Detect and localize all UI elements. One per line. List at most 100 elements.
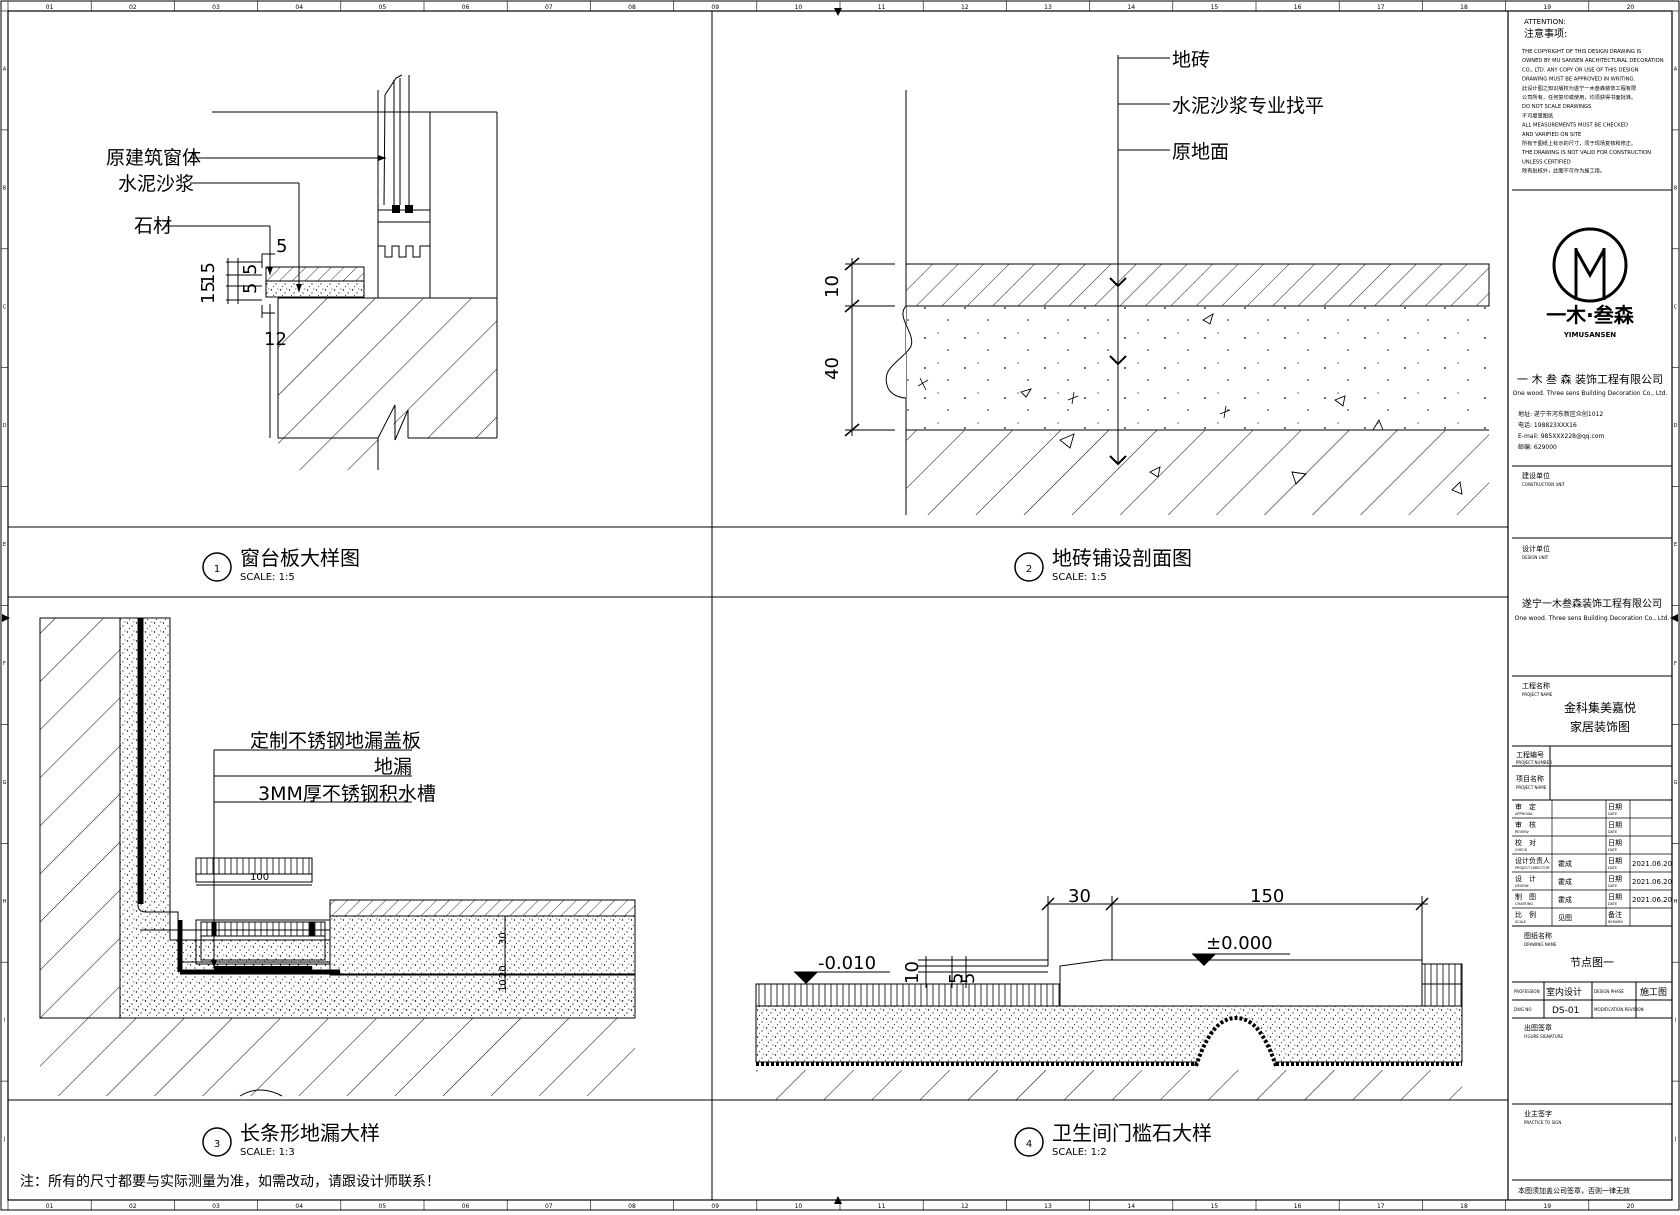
tb-dwgno-en: DWG NO [1514, 1007, 1532, 1012]
tb-design-unit-cn: 设计单位 [1522, 544, 1550, 553]
grid-col-label-bottom: 02 [129, 1203, 137, 1210]
tb-project-name-cn: 工程名称 [1522, 681, 1550, 690]
tb-sign-date-label-en: DATE [1608, 902, 1617, 906]
tb-sign-role: 校 对 [1515, 838, 1536, 847]
grid-row-label-left: C [3, 304, 7, 310]
logo-en: YIMUSANSEN [1563, 331, 1616, 339]
grid-col-label-top: 12 [961, 4, 969, 11]
tb-profession-en: PROFESSION [1514, 989, 1540, 994]
grid-col-label-bottom: 16 [1294, 1203, 1302, 1210]
grid-col-label-top: 03 [212, 4, 220, 11]
tb-company-en: One wood. Three sens Building Decoration… [1513, 390, 1668, 397]
tb-note-line: DRAWING MUST BE APPROVED IN WRITING. [1522, 77, 1636, 83]
grid-row-label-left: B [3, 185, 7, 191]
grid-row-label-right: B [1674, 185, 1678, 191]
tb-project-no-cn: 工程编号 [1516, 750, 1544, 759]
tb-sign-date-label: 日期 [1608, 821, 1622, 829]
d1-dim-top: 5 [276, 236, 287, 257]
grid-row-label-left: G [3, 780, 7, 786]
detail-4-threshold-stone: -0.010 ±0.000 30 150 10 5 5 [755, 886, 1463, 1100]
tb-project-line-2: 家居装饰图 [1570, 719, 1630, 734]
d2-dim-mortar: 40 [822, 357, 843, 380]
tb-construction-en: CONSTRUCTION UNIT [1522, 482, 1566, 487]
d1-label-window: 原建筑窗体 [106, 147, 201, 169]
tb-scale-label: 比 例 [1515, 910, 1536, 919]
grid-col-label-top: 05 [379, 4, 387, 11]
tb-sign-date-label: 日期 [1608, 803, 1622, 811]
grid-col-label-top: 14 [1127, 4, 1135, 11]
tb-sign-date: 2021.06.20 [1632, 860, 1672, 868]
grid-col-label-bottom: 06 [462, 1203, 470, 1210]
d3-label-cover: 定制不锈钢地漏盖板 [250, 730, 421, 752]
grid-col-label-top: 15 [1211, 4, 1219, 11]
title-3-number: 3 [214, 1139, 220, 1150]
tb-note-line: CO., LTD. ANY COPY OR USE OF THIS DESIGN [1522, 67, 1639, 73]
d3-dim-h3: 10 [498, 979, 509, 992]
tb-note-line: 公司所有，任何复印或使用，均须获得书面批准。 [1522, 93, 1636, 101]
tb-sign-date: 2021.06.20 [1632, 878, 1672, 886]
tb-drawing-name: 节点图一 [1570, 956, 1614, 969]
grid-col-label-top: 20 [1627, 4, 1635, 11]
grid-col-label-bottom: 17 [1377, 1203, 1385, 1210]
title-1-number: 1 [214, 564, 220, 575]
tb-owner-sig-cn: 业主签字 [1524, 1109, 1552, 1118]
grid-row-label-left: F [3, 661, 6, 667]
grid-col-label-top: 07 [545, 4, 553, 11]
tb-design-company-en: One wood. Three sens Building Decoration… [1515, 615, 1670, 622]
grid-row-label-right: F [1674, 661, 1677, 667]
d1-dim-b: 15 [198, 262, 219, 285]
tb-sign-date-label: 日期 [1608, 857, 1622, 865]
title-1-scale: SCALE: 1:5 [240, 572, 295, 583]
tb-scale-label-en: SCALE [1515, 920, 1526, 924]
grid-row-label-left: I [4, 1018, 5, 1024]
tb-sign-role-en: APPROVAL [1515, 812, 1533, 816]
grid-row-label-left: D [3, 423, 7, 429]
grid-col-label-bottom: 10 [795, 1203, 803, 1210]
tb-sign-date-label-en: DATE [1608, 884, 1617, 888]
title-3-scale: SCALE: 1:3 [240, 1147, 295, 1158]
tb-sign-role-en: PROJECT DIRECTOR [1515, 866, 1550, 870]
tb-sign-role: 设 计 [1515, 874, 1536, 883]
d2-label-ground: 原地面 [1172, 141, 1229, 163]
tb-sign-role: 制 图 [1515, 892, 1536, 901]
tb-sign-date-label: 日期 [1608, 839, 1622, 847]
tb-sign-date-label: 日期 [1608, 875, 1622, 883]
tb-sign-role-en: CHARTING [1515, 902, 1533, 906]
tb-sign-date-label: 日期 [1608, 893, 1622, 901]
tb-note-line: DO NOT SCALE DRAWINGS [1522, 104, 1591, 110]
tb-sign-role: 审 核 [1515, 820, 1536, 829]
grid-col-label-bottom: 18 [1460, 1203, 1468, 1210]
tb-note-line: THE COPYRIGHT OF THIS DESIGN DRAWING IS [1521, 49, 1641, 55]
tb-figure-sig-cn: 出图签章 [1524, 1023, 1552, 1032]
grid-col-label-bottom: 07 [545, 1203, 553, 1210]
grid-row-label-left: A [3, 66, 7, 72]
grid-col-label-top: 11 [878, 4, 886, 11]
grid-row-label-right: H [1674, 899, 1678, 905]
grid-col-label-top: 17 [1377, 4, 1385, 11]
tb-remark-label: 备注 [1608, 910, 1622, 919]
grid-col-label-top: 19 [1543, 4, 1551, 11]
logo-brand: 一木·叁森 [1546, 303, 1635, 327]
grid-col-label-top: 16 [1294, 4, 1302, 11]
d4-level-zero: ±0.000 [1206, 933, 1273, 954]
grid-col-label-bottom: 08 [628, 1203, 636, 1210]
grid-col-label-bottom: 09 [711, 1203, 719, 1210]
grid-col-label-top: 06 [462, 4, 470, 11]
title-2-text: 地砖铺设剖面图 [1052, 546, 1192, 570]
detail-2-floor-tile-section: 地砖 水泥沙浆专业找平 原地面 10 40 [822, 49, 1490, 515]
grid-col-label-bottom: 01 [46, 1203, 54, 1210]
grid-col-label-top: 02 [129, 4, 137, 11]
tb-design-company: 遂宁一木叁森装饰工程有限公司 [1522, 597, 1662, 610]
title-3-text: 长条形地漏大样 [240, 1121, 380, 1145]
grid-col-label-top: 08 [628, 4, 636, 11]
grid-col-label-bottom: 04 [295, 1203, 303, 1210]
tb-sign-date-label-en: DATE [1608, 848, 1617, 852]
d4-dim-5b: 5 [958, 973, 979, 984]
grid-row-label-right: E [1674, 542, 1677, 548]
tb-sign-date: 2021.06.20 [1632, 896, 1672, 904]
grid-col-label-bottom: 03 [212, 1203, 220, 1210]
grid-row-label-right: C [1674, 304, 1678, 310]
